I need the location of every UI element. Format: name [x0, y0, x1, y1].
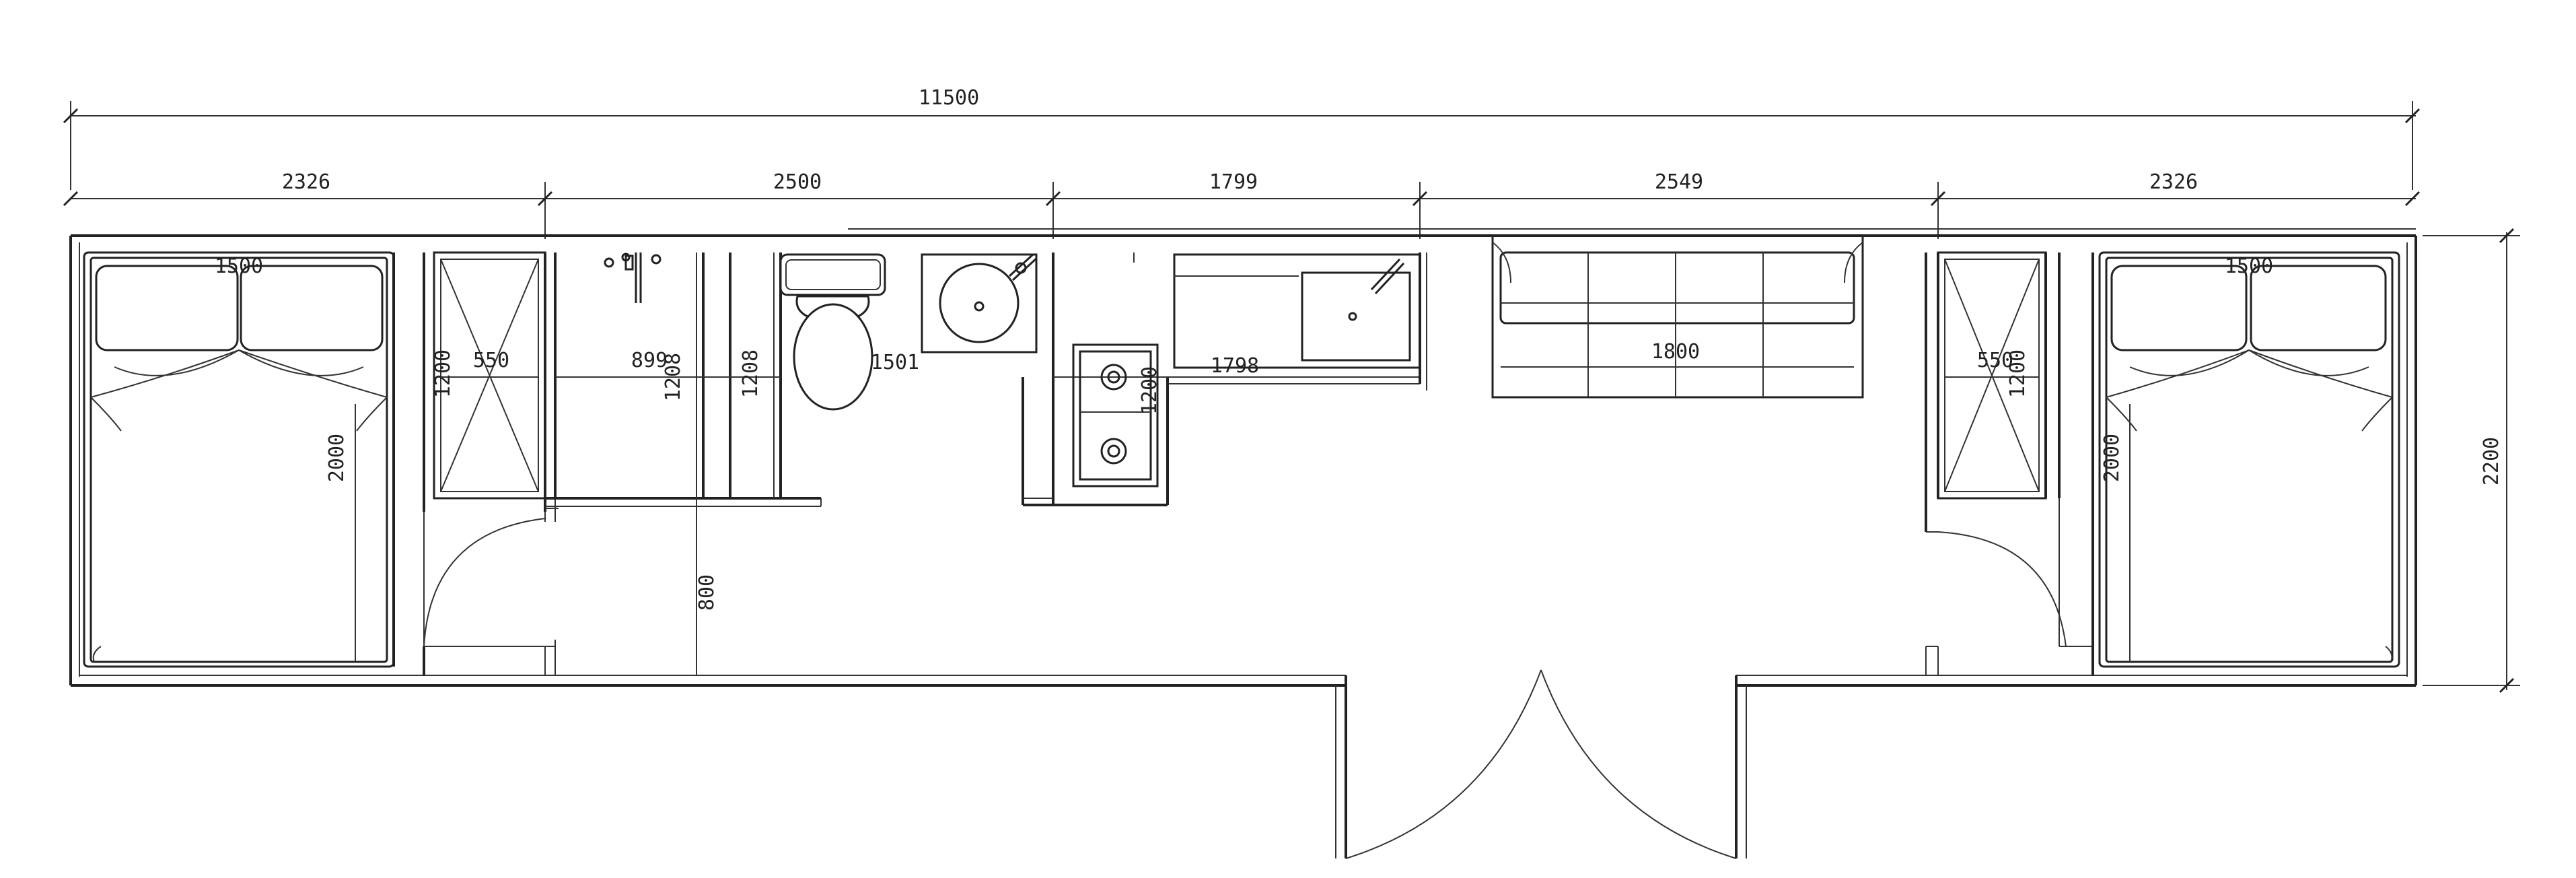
dim-seg-1: 2326: [282, 170, 330, 194]
label-wardrobe-left-depth: 1200: [431, 349, 455, 398]
label-bed-left-length: 2000: [325, 434, 349, 482]
label-shower-depth: 1208: [661, 353, 685, 401]
dimension-labels: 11500 2326 2500 1799 2549 2326 2200: [282, 86, 2503, 485]
label-sofa-width: 1800: [1651, 340, 1700, 364]
entrance-door: [1345, 669, 1737, 859]
label-hob-depth: 1200: [1138, 366, 1161, 415]
dim-seg-5: 2326: [2149, 170, 2198, 194]
dimension-lines: [63, 101, 2520, 694]
label-wardrobe-right-width: 550: [1977, 349, 2013, 372]
label-corridor-width: 800: [695, 574, 719, 611]
label-bed-left-width: 1500: [215, 255, 263, 278]
label-wc-width: 1501: [871, 351, 919, 374]
dim-seg-3: 1799: [1209, 170, 1258, 194]
dim-seg-2: 2500: [773, 170, 822, 194]
bedroom-right-door: [1925, 252, 2094, 675]
exterior-walls: [69, 228, 2417, 858]
bedroom-left-partition: [392, 252, 559, 675]
wardrobe-right: [1925, 251, 2061, 532]
label-counter-width: 1798: [1211, 354, 1259, 378]
dim-overall-width: 11500: [919, 86, 979, 110]
bed-right: [2098, 251, 2400, 668]
label-wc-depth: 1208: [739, 349, 762, 398]
wardrobe-left: [433, 251, 546, 500]
bathroom: [544, 252, 1038, 675]
label-bed-right-width: 1500: [2225, 255, 2273, 278]
bed-left: [83, 251, 395, 668]
label-shower-width: 899: [631, 349, 668, 372]
dim-overall-depth: 2200: [2480, 437, 2503, 485]
label-wardrobe-left-width: 550: [473, 349, 509, 372]
dim-seg-4: 2549: [1655, 170, 1703, 194]
label-bed-right-length: 2000: [2100, 434, 2124, 482]
kitchen: [1022, 252, 1427, 506]
sofa: [1491, 234, 1864, 399]
label-wardrobe-right-depth: 1200: [2006, 349, 2030, 398]
